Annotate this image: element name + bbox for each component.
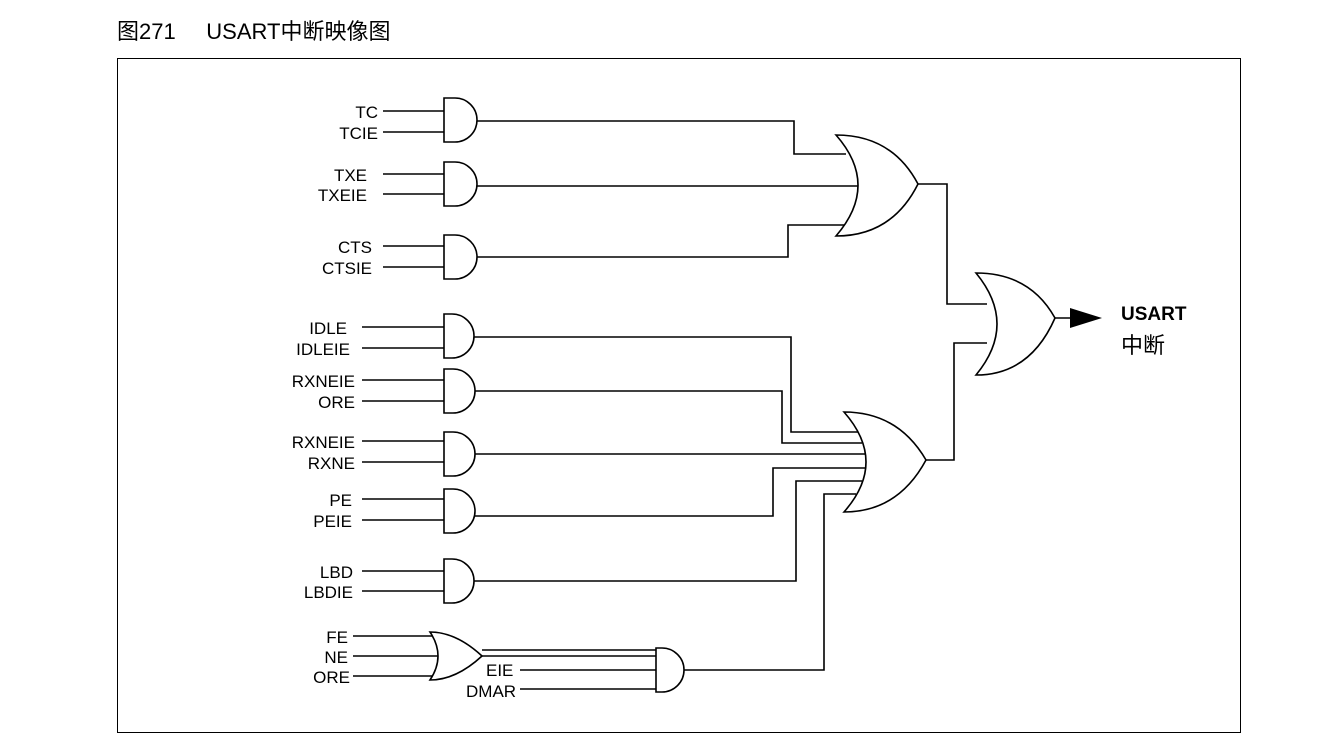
- and-gates: [443, 97, 685, 693]
- label-fe: FE: [326, 628, 348, 647]
- wires-to-or-1: [470, 120, 862, 258]
- or-small-inputs: [353, 635, 444, 677]
- label-rxneie-1: RXNEIE: [292, 372, 355, 391]
- wires-to-final-or: [918, 183, 1102, 461]
- and-gate-txe: [443, 161, 478, 207]
- and-gate-inputs: [362, 110, 444, 592]
- label-ne: NE: [324, 648, 348, 667]
- and-gate-rxne: [443, 431, 476, 477]
- label-idle: IDLE: [309, 319, 347, 338]
- and-gate-tc: [443, 97, 478, 143]
- and-gate-idle: [443, 313, 475, 359]
- figure-caption: 图271 USART中断映像图: [117, 14, 390, 46]
- label-pe: PE: [329, 491, 352, 510]
- diagram-frame: [117, 58, 1241, 733]
- figure-title: USART中断映像图: [206, 19, 391, 44]
- output-label-line1: USART: [1121, 304, 1187, 325]
- label-lbdie: LBDIE: [304, 583, 353, 602]
- output-label-line2: 中断: [1121, 333, 1165, 358]
- signal-labels: TC TCIE TXE TXEIE CTS CTSIE IDLE IDLEIE …: [292, 103, 516, 701]
- label-rxneie-2: RXNEIE: [292, 433, 355, 452]
- or-gate-small: [428, 631, 484, 681]
- and-gate-cts: [443, 234, 478, 280]
- label-lbd: LBD: [320, 563, 353, 582]
- or-gates: [428, 134, 1056, 681]
- and-gate-dma: [655, 647, 685, 693]
- label-ctsie: CTSIE: [322, 259, 372, 278]
- label-peie: PEIE: [313, 512, 352, 531]
- and-gate-pe: [443, 488, 476, 534]
- label-ore-1: ORE: [318, 393, 355, 412]
- label-rxne: RXNE: [308, 454, 355, 473]
- and-gate-lbd: [443, 558, 475, 604]
- label-tcie: TCIE: [339, 124, 378, 143]
- label-idleie: IDLEIE: [296, 340, 350, 359]
- or-gate-1: [834, 134, 919, 237]
- output-arrow-icon: [1070, 308, 1102, 328]
- figure-number: 图271: [117, 19, 176, 44]
- wires-to-or-2: [472, 336, 866, 671]
- label-tc: TC: [355, 103, 378, 122]
- label-cts: CTS: [338, 238, 372, 257]
- or-gate-final: [974, 272, 1056, 376]
- label-txeie: TXEIE: [318, 186, 367, 205]
- and-gate-rxneie-ore: [443, 368, 476, 414]
- label-txe: TXE: [334, 166, 367, 185]
- or-small-to-and: [482, 649, 656, 690]
- label-dmar: DMAR: [466, 682, 516, 701]
- or-gate-2: [842, 411, 927, 513]
- label-eie: EIE: [486, 661, 513, 680]
- label-ore-2: ORE: [313, 668, 350, 687]
- output-label: USART 中断: [1121, 304, 1187, 358]
